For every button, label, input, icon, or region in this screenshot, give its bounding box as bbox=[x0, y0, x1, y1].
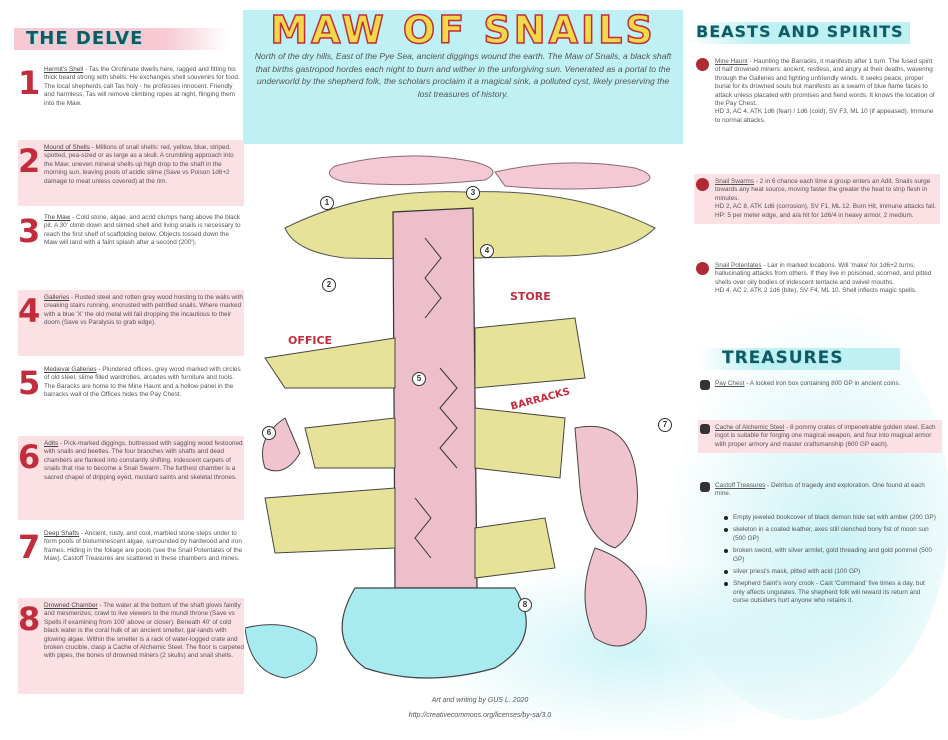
entry-text: - Pick-marked diggings, buttressed with … bbox=[44, 440, 243, 481]
beast-stats: HD 3, AC 4, ATK 1d6 (fear) / 1d6 (cold),… bbox=[715, 108, 934, 124]
bullet-icon bbox=[724, 570, 728, 575]
maw-map-illustration bbox=[245, 155, 656, 679]
beast-text: - Haunting the Barracks, it manifests af… bbox=[715, 58, 935, 108]
delve-entry-6: 6 Adits - Pick-marked diggings, buttress… bbox=[18, 436, 244, 520]
entry-text: - Millions of snail shells: red, yellow,… bbox=[44, 144, 234, 185]
list-item: broken sword, with silver armlet, gold t… bbox=[724, 547, 936, 564]
map-marker-5: 5 bbox=[412, 372, 426, 386]
delve-heading: THE DELVE bbox=[26, 28, 144, 49]
map-label-store: STORE bbox=[510, 290, 551, 303]
list-item: silver priest's mask, pitted with acid (… bbox=[724, 568, 936, 576]
entry-number: 5 bbox=[18, 364, 41, 402]
treasure-text: - A locked iron box containing 800 GP in… bbox=[744, 380, 901, 387]
bullet-icon bbox=[724, 549, 728, 554]
beast-entry-mine-haunt: Mine Haunt - Haunting the Barracks, it m… bbox=[696, 58, 936, 125]
list-item: Shepherd Saint's ivory crook - Cast 'Com… bbox=[724, 580, 936, 605]
snail-spiral-icon bbox=[696, 178, 709, 191]
treasures-heading: TREASURES bbox=[722, 348, 844, 368]
treasure-entry-castoff: Castoff Treasures - Detritus of tragedy … bbox=[700, 482, 936, 499]
intro-text: North of the dry hills, East of the Pye … bbox=[254, 51, 672, 99]
map-marker-6: 6 bbox=[262, 426, 276, 440]
treasure-text: - 8 pommy crates of impenetrable golden … bbox=[715, 424, 936, 448]
map-marker-4: 4 bbox=[480, 244, 494, 258]
entry-name: Galleries bbox=[44, 294, 70, 301]
delve-entry-8: 8 Drowned Chamber - The water at the bot… bbox=[18, 598, 244, 694]
beast-stats: HD 2, AC 8, ATK 1d6 (corrosion), SV F1, … bbox=[715, 203, 936, 219]
bullet-icon bbox=[724, 516, 728, 520]
entry-text: - Cold stone, algae, and acrid clumps ha… bbox=[44, 214, 241, 247]
bullet-icon bbox=[724, 582, 728, 587]
delve-entry-2: 2 Mound of Shells - Millions of snail sh… bbox=[18, 140, 244, 206]
beast-text: - Lair in marked locations. Will 'make' … bbox=[715, 262, 932, 286]
credits-line-2: http://creativecommons.org/licenses/by-s… bbox=[408, 712, 552, 719]
credits-line-1: Art and writing by GUS L. 2020 bbox=[431, 697, 529, 704]
ingot-icon bbox=[700, 424, 710, 434]
treasure-entry-alchemic-steel: Cache of Alchemic Steel - 8 pommy crates… bbox=[698, 420, 942, 454]
entry-number: 7 bbox=[18, 528, 41, 566]
entry-text: - The water at the bottom of the shaft g… bbox=[44, 602, 244, 660]
treasures-header-band bbox=[700, 348, 900, 370]
list-item: skeleton in a coated leather, axes still… bbox=[724, 526, 936, 543]
map-marker-3: 3 bbox=[466, 186, 480, 200]
map-marker-2: 2 bbox=[322, 278, 336, 292]
crowned-snail-icon bbox=[696, 262, 709, 275]
map-label-office: OFFICE bbox=[288, 334, 333, 347]
list-item: Empty jeweled bookcover of black demon h… bbox=[724, 514, 936, 522]
beast-text: - 2 in 6 chance each time a group enters… bbox=[715, 178, 931, 202]
gem-icon bbox=[700, 482, 710, 492]
delve-entry-7: 7 Deep Shafts - Ancient, rusty, and cool… bbox=[18, 530, 244, 564]
entry-number: 2 bbox=[18, 142, 41, 180]
entry-name: Medieval Galleries bbox=[44, 366, 97, 373]
treasure-name: Pay Chest bbox=[715, 380, 745, 387]
chest-icon bbox=[700, 380, 710, 390]
entry-text: - Ancient, rusty, and cool, marbled ston… bbox=[44, 530, 243, 563]
beasts-heading: BEASTS AND SPIRITS bbox=[696, 22, 904, 41]
treasure-name: Cache of Alchemic Steel bbox=[715, 424, 785, 431]
page-title: MAW OF SNAILS bbox=[270, 7, 656, 53]
entry-name: The Maw bbox=[44, 214, 71, 221]
map-marker-7: 7 bbox=[658, 418, 672, 432]
beast-entry-snail-swarms: Snail Swarms - 2 in 6 chance each time a… bbox=[694, 174, 940, 225]
delve-entry-1: 1 Hermit's Shell - Tas the Orchinate dwe… bbox=[18, 66, 244, 108]
entry-number: 6 bbox=[18, 438, 41, 476]
entry-number: 8 bbox=[18, 600, 41, 638]
delve-entry-3: 3 The Maw - Cold stone, algae, and acrid… bbox=[18, 214, 244, 248]
entry-number: 3 bbox=[18, 212, 41, 250]
treasure-text: - Detritus of tragedy and exploration. O… bbox=[715, 482, 925, 498]
delve-entry-5: 5 Medieval Galleries - Plundered offices… bbox=[18, 366, 244, 400]
beast-stats: HD 4, AC 2, ATK 2 1d6 (bite), SV F4, ML … bbox=[715, 287, 917, 295]
title-band bbox=[243, 10, 683, 144]
entry-name: Adits bbox=[44, 440, 59, 447]
delve-header-band bbox=[14, 28, 229, 50]
treasure-name: Castoff Treasures bbox=[715, 482, 766, 489]
entry-name: Hermit's Shell bbox=[44, 66, 84, 73]
entry-name: Deep Shafts bbox=[44, 530, 80, 537]
beast-entry-snail-potentates: Snail Potentates - Lair in marked locati… bbox=[696, 262, 936, 296]
map-marker-8: 8 bbox=[518, 598, 532, 612]
beast-name: Snail Potentates bbox=[715, 262, 762, 269]
entry-text: - Tas the Orchinate dwells here, ragged … bbox=[44, 66, 240, 107]
entry-number: 1 bbox=[18, 64, 41, 102]
bullet-icon bbox=[724, 528, 728, 533]
map-marker-1: 1 bbox=[320, 196, 334, 210]
entry-name: Mound of Shells bbox=[44, 144, 90, 151]
entry-name: Drowned Chamber bbox=[44, 602, 98, 609]
skull-icon bbox=[696, 58, 709, 71]
castoff-items-list: Empty jeweled bookcover of black demon h… bbox=[724, 514, 936, 610]
entry-number: 4 bbox=[18, 292, 41, 330]
beasts-header-band bbox=[690, 22, 910, 44]
entry-text: - Plundered offices, grey wood marked wi… bbox=[44, 366, 241, 399]
delve-entry-4: 4 Galleries - Rusted steel and rotten gr… bbox=[18, 290, 244, 356]
treasure-entry-pay-chest: Pay Chest - A locked iron box containing… bbox=[700, 380, 936, 390]
beast-name: Mine Haunt bbox=[715, 58, 748, 65]
beast-name: Snail Swarms bbox=[715, 178, 755, 185]
entry-text: - Rusted steel and rotten grey wood hois… bbox=[44, 294, 243, 327]
